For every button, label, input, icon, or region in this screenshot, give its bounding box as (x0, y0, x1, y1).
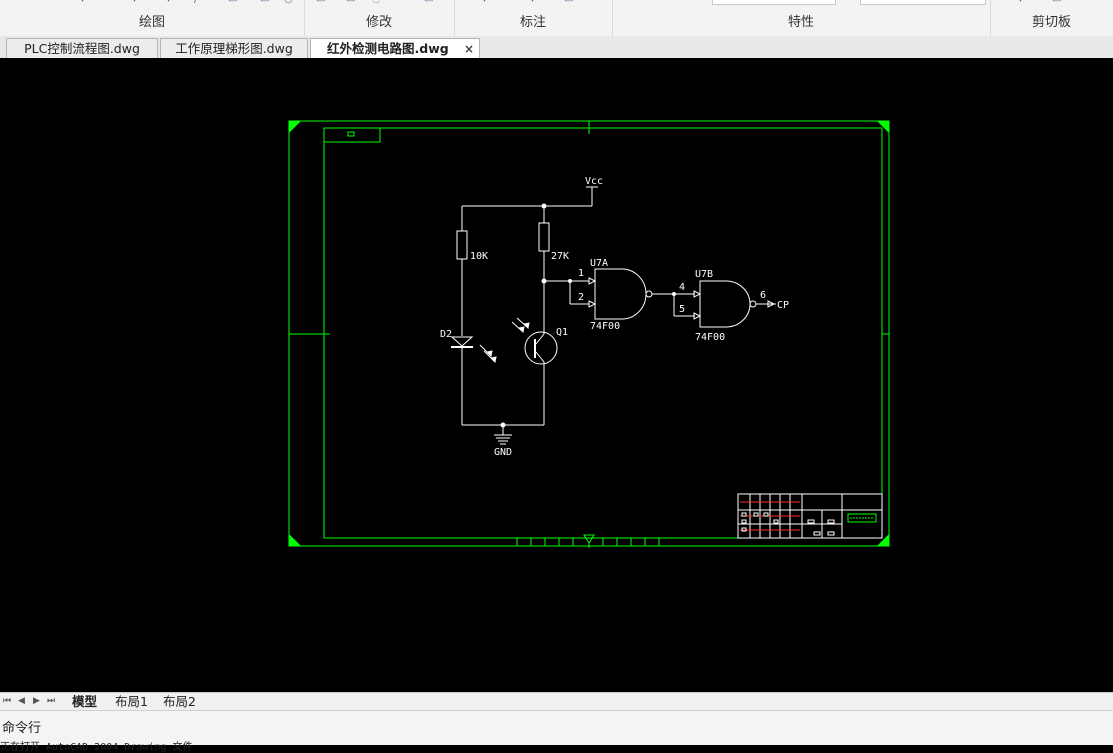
layer-dropdown[interactable] (712, 0, 836, 5)
schematic-labels: Vcc 10K 27K D2 Q1 GND U7A 1 2 74F00 U7B … (440, 176, 789, 458)
info-tool-icon[interactable]: ◔ (284, 0, 293, 5)
next-layout-icon[interactable]: ▶ (33, 696, 40, 706)
ribbon-group-label: 剪切板 (1031, 15, 1071, 30)
ribbon-group-modify: ▭ ▭ ◌ ▭ 修改 (304, 0, 455, 36)
q1-label: Q1 (556, 327, 568, 338)
rotate-tool-icon[interactable]: ◌ (372, 0, 381, 5)
doc-tab-infrared[interactable]: 红外检测电路图.dwg × (310, 38, 480, 59)
pin4-label: 4 (679, 282, 685, 293)
gnd-label: GND (494, 447, 512, 458)
tab-layout1[interactable]: 布局1 (115, 694, 148, 709)
paste-icon[interactable]: ▭ (1052, 0, 1061, 5)
layout-tab-bar: ⏮ ◀ ▶ ⏭ 模型 布局1 布局2 (0, 692, 1113, 711)
drawing-canvas[interactable]: Vcc 10K 27K D2 Q1 GND U7A 1 2 74F00 U7B … (0, 58, 1113, 692)
document-tab-bar: PLC控制流程图.dwg 工作原理梯形图.dwg 红外检测电路图.dwg × (0, 36, 1113, 59)
ribbon-group-label: 特性 (787, 15, 814, 30)
dimension-tool-icon[interactable]: ▭ (564, 0, 573, 5)
schematic-wires (450, 186, 776, 445)
dropdown-arrow-icon[interactable]: ▾ (132, 0, 140, 5)
prev-layout-icon[interactable]: ◀ (18, 696, 25, 706)
doc-tab-plc[interactable]: PLC控制流程图.dwg (6, 38, 158, 58)
color-dropdown[interactable] (860, 0, 986, 5)
frame-corners (289, 121, 889, 546)
r2-label: 27K (551, 251, 569, 262)
command-output: 正在打开 AutoCAD 2004 Drawing 文件 (0, 742, 193, 753)
ribbon-group-clipboard: ▾ ▭ 剪切板 (990, 0, 1113, 36)
pin2-label: 2 (578, 292, 584, 303)
sheet-frame (288, 120, 890, 548)
command-line[interactable]: 命令行 正在打开 AutoCAD 2004 Drawing 文件 (0, 710, 1113, 753)
close-tab-icon[interactable]: × (463, 42, 474, 56)
ribbon-group-properties: 特性 (612, 0, 991, 36)
ribbon-group-annotate: ▾ ▾ ▭ 标注 (454, 0, 613, 36)
ribbon-group-draw: ▾ ▾ ▾ / ▭ ▭ ◔ 绘图 (0, 0, 305, 36)
dropdown-arrow-icon[interactable]: ▾ (1018, 0, 1026, 5)
region-tool-icon[interactable]: ▭ (260, 0, 269, 5)
hatch-tool-icon[interactable]: ▭ (228, 0, 237, 5)
u7b-label: U7B (695, 269, 713, 280)
r1-label: 10K (470, 251, 488, 262)
first-layout-icon[interactable]: ⏮ (3, 696, 12, 706)
vcc-label: Vcc (585, 176, 603, 187)
pin6-label: 6 (760, 290, 766, 301)
junction-dots (500, 203, 676, 428)
u7a-label: U7A (590, 258, 608, 269)
title-block (737, 493, 883, 539)
dropdown-arrow-icon[interactable]: ▾ (80, 0, 88, 5)
last-layout-icon[interactable]: ⏭ (47, 696, 56, 706)
pin5-label: 5 (679, 304, 685, 315)
ribbon-group-label: 修改 (365, 15, 392, 30)
mirror-tool-icon[interactable]: ▭ (424, 0, 433, 5)
command-line-label: 命令行 (2, 721, 42, 736)
ribbon-group-label: 绘图 (138, 15, 165, 30)
doc-tab-ladder[interactable]: 工作原理梯形图.dwg (160, 38, 308, 58)
dropdown-arrow-icon[interactable]: ▾ (166, 0, 174, 5)
copy-tool-icon[interactable]: ▭ (346, 0, 355, 5)
move-tool-icon[interactable]: ▭ (316, 0, 325, 5)
dropdown-arrow-icon[interactable]: ▾ (482, 0, 490, 5)
ribbon-group-label: 标注 (519, 15, 546, 30)
line-tool-icon[interactable]: / (194, 0, 202, 5)
d2-label: D2 (440, 329, 452, 340)
tab-layout2[interactable]: 布局2 (163, 694, 196, 709)
chip1-label: 74F00 (590, 321, 620, 332)
doc-tab-label: 红外检测电路图.dwg (327, 41, 449, 56)
ribbon: ▾ ▾ ▾ / ▭ ▭ ◔ 绘图 ▭ ▭ ◌ ▭ 修改 ▾ ▾ ▭ 标注 特性 (0, 0, 1113, 37)
output-cp-label: CP (777, 300, 789, 311)
doc-tab-label: 工作原理梯形图.dwg (175, 41, 293, 56)
chip2-label: 74F00 (695, 332, 725, 343)
pin1-label: 1 (578, 268, 584, 279)
tab-model[interactable]: 模型 (72, 694, 98, 709)
dropdown-arrow-icon[interactable]: ▾ (530, 0, 538, 5)
doc-tab-label: PLC控制流程图.dwg (24, 41, 140, 56)
drawing-svg: Vcc 10K 27K D2 Q1 GND U7A 1 2 74F00 U7B … (288, 120, 890, 548)
